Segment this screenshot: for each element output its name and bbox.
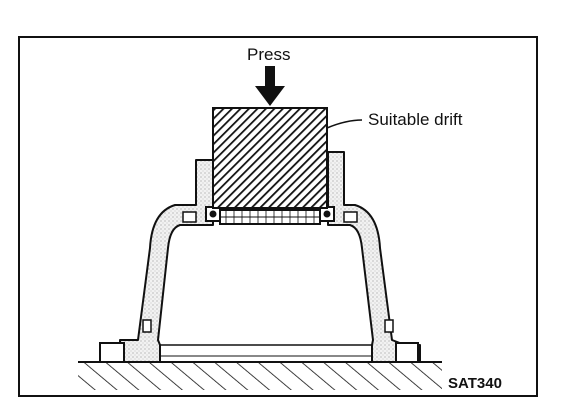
bearing-ring xyxy=(205,206,335,225)
suitable-drift xyxy=(212,107,328,209)
drift-label: Suitable drift xyxy=(368,110,463,129)
housing xyxy=(99,151,421,363)
press-label: Press xyxy=(247,45,290,64)
figure-code: SAT340 xyxy=(448,375,502,392)
drift-leader-line xyxy=(326,119,363,129)
arrow-down-icon xyxy=(255,66,285,106)
ground-plate xyxy=(78,361,442,390)
